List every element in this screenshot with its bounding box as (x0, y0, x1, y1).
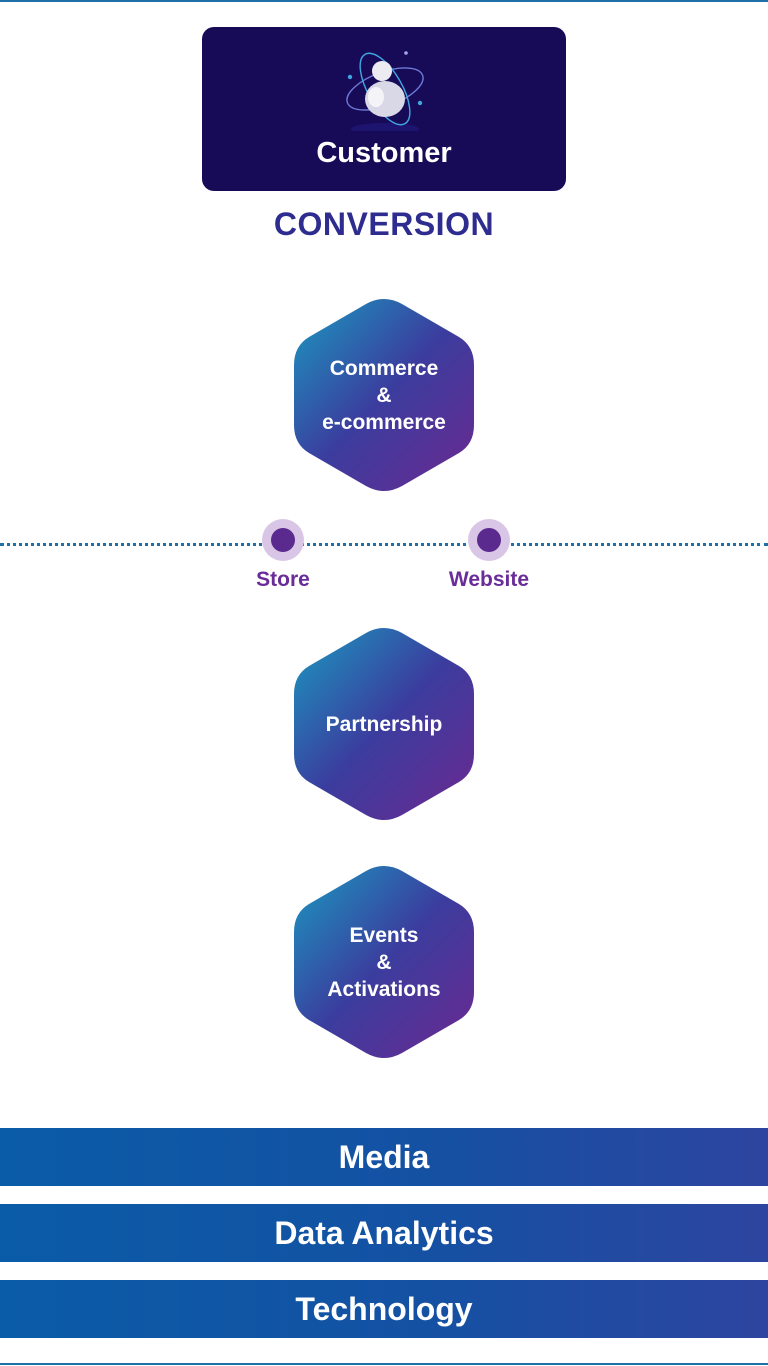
hexagon-shape (294, 628, 474, 820)
website-label: Website (448, 568, 530, 591)
band-media: Media (0, 1128, 768, 1186)
section-title: CONVERSION (273, 206, 495, 242)
customer-card: Customer (202, 27, 566, 191)
hexagon-label: Partnership (325, 712, 443, 736)
hexagon-partnership: Partnership (294, 624, 474, 824)
customer-atom-icon (346, 51, 424, 131)
store-label: Store (256, 568, 310, 591)
hexagon-label: Events & Activations (327, 923, 441, 1001)
channel-divider (0, 543, 768, 546)
hexagon-commerce: Commerce & e-commerce (294, 295, 474, 495)
customer-label: Customer (316, 137, 452, 169)
hexagon-label: Commerce & e-commerce (322, 356, 446, 434)
top-border (0, 0, 768, 2)
hexagon-shape (294, 299, 474, 491)
store-marker (262, 519, 304, 561)
website-marker (468, 519, 510, 561)
bottom-border (0, 1363, 768, 1365)
hexagon-events: Events & Activations (294, 862, 474, 1062)
band-data-analytics: Data Analytics (0, 1204, 768, 1262)
band-technology: Technology (0, 1280, 768, 1338)
hexagon-shape (294, 866, 474, 1058)
